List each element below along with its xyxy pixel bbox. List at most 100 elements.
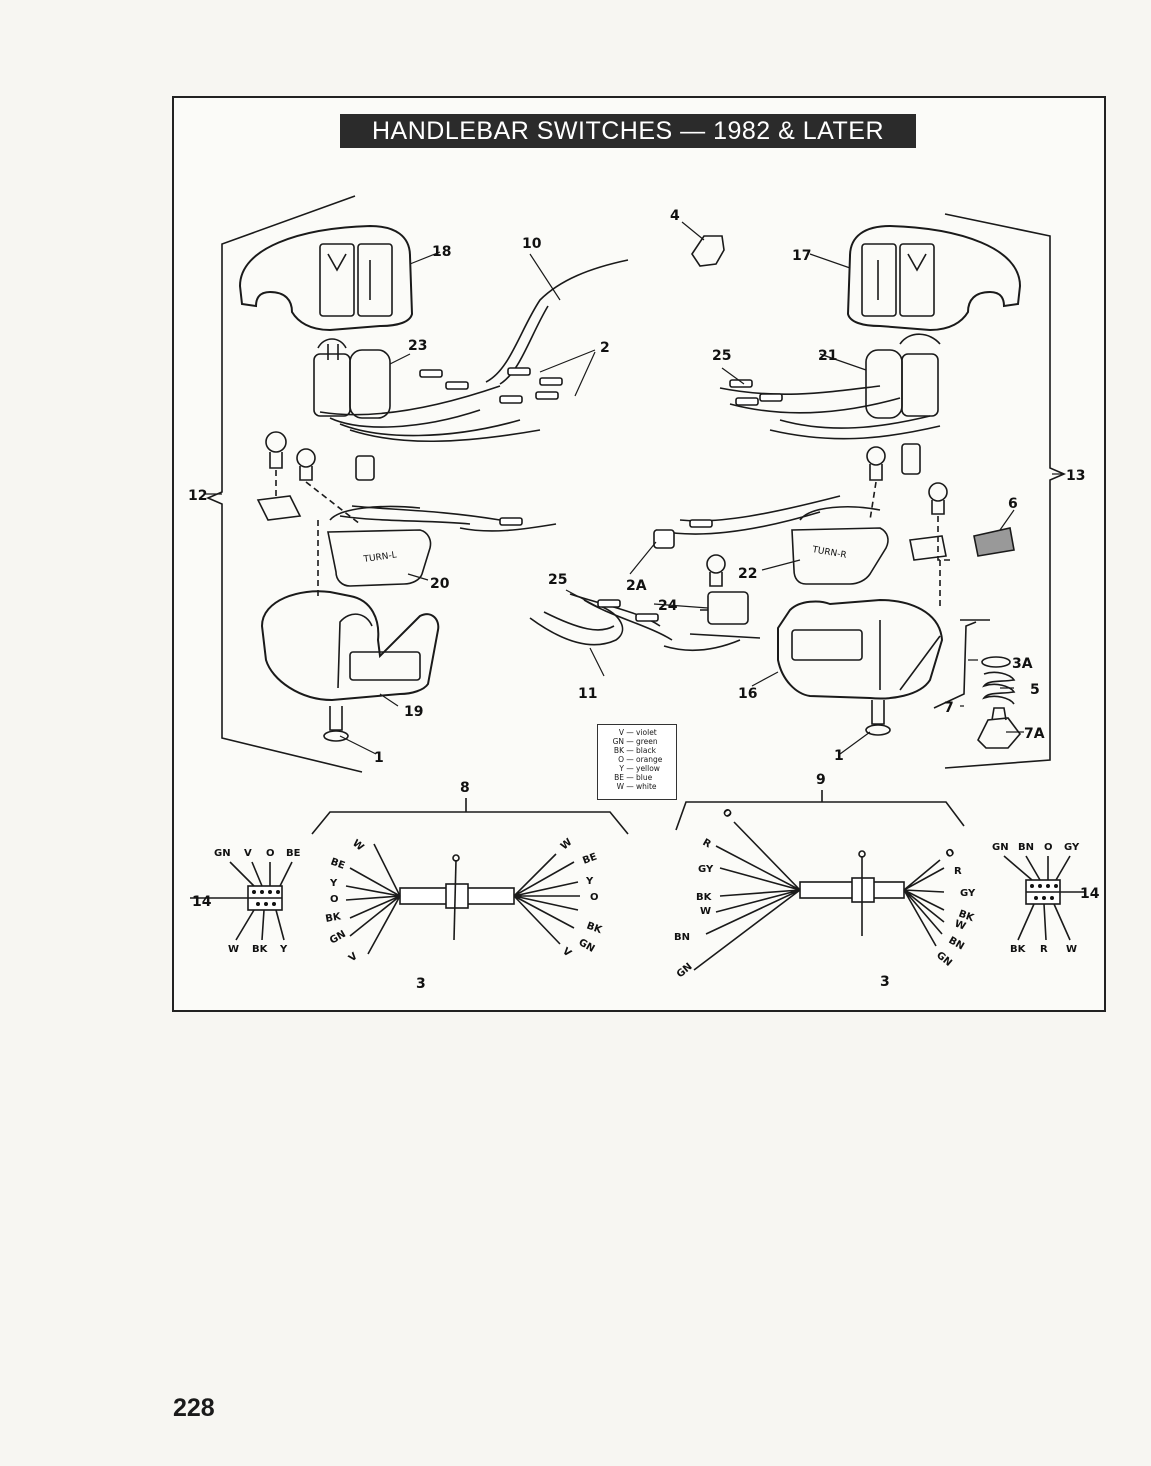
wire-label: W bbox=[953, 918, 967, 932]
screws-bottom bbox=[323, 700, 891, 742]
switch-label-turn-r: TURN-R bbox=[810, 545, 847, 561]
diagram-frame bbox=[172, 96, 1106, 1012]
wire-label: V bbox=[560, 946, 573, 960]
legend-row: BE—blue bbox=[614, 773, 653, 782]
connector-14-right bbox=[1003, 855, 1086, 941]
color-legend: V—violet GN—green BK—black O—orange Y—ye… bbox=[597, 724, 677, 800]
pin-label: V bbox=[244, 848, 252, 859]
callout-23: 23 bbox=[408, 338, 427, 354]
wire-label: BK bbox=[696, 892, 713, 903]
wire-label: BK bbox=[957, 908, 976, 924]
wire-label: Y bbox=[329, 878, 338, 889]
wire-label: V bbox=[347, 951, 360, 965]
turn-switch-left bbox=[327, 505, 432, 587]
diagram-title: HANDLEBAR SWITCHES — 1982 & LATER bbox=[340, 114, 916, 148]
callout-5: 5 bbox=[1030, 682, 1040, 698]
harness-left bbox=[345, 843, 580, 955]
callout-7: 7 bbox=[944, 700, 954, 716]
callout-2A: 2A bbox=[626, 578, 647, 594]
pin-label: O bbox=[266, 848, 275, 859]
callout-1-right: 1 bbox=[834, 748, 844, 764]
legend-row: W—white bbox=[616, 782, 657, 791]
wire-label: BN bbox=[674, 932, 690, 943]
pin-label: BK bbox=[252, 944, 269, 955]
switch-assembly-23 bbox=[313, 338, 391, 419]
legend-row: V—violet bbox=[618, 728, 657, 737]
switch-label-turn-l: TURN-L bbox=[362, 550, 397, 565]
callout-17: 17 bbox=[792, 248, 811, 264]
callout-14-right: 14 bbox=[1080, 886, 1100, 902]
pin-label: Y bbox=[279, 944, 288, 955]
callout-20: 20 bbox=[430, 576, 450, 592]
callout-24: 24 bbox=[658, 598, 678, 614]
callout-12: 12 bbox=[188, 488, 207, 504]
wire-10 bbox=[485, 259, 629, 383]
wire-label: BK bbox=[325, 911, 343, 925]
clip-part bbox=[691, 235, 725, 267]
screws-left bbox=[265, 431, 375, 481]
wire-label: BE bbox=[329, 856, 347, 871]
callout-25-mid: 25 bbox=[548, 572, 567, 588]
wire-label: R bbox=[954, 866, 962, 877]
pin-label: GY bbox=[1064, 842, 1080, 853]
callout-3-right: 3 bbox=[880, 974, 890, 990]
callout-14-left: 14 bbox=[192, 894, 212, 910]
callout-2: 2 bbox=[600, 340, 610, 356]
pin-label: BK bbox=[1010, 944, 1027, 955]
callout-21: 21 bbox=[818, 348, 837, 364]
wire-label: Y bbox=[585, 876, 594, 887]
callout-13: 13 bbox=[1066, 468, 1085, 484]
legend-row: O—orange bbox=[618, 755, 663, 764]
connector-14-left bbox=[190, 861, 293, 941]
wire-label: W bbox=[350, 838, 366, 854]
wire-label: O bbox=[944, 847, 957, 861]
wire-label: GN bbox=[675, 961, 695, 980]
callout-25-top: 25 bbox=[712, 348, 731, 364]
wire-label: W bbox=[559, 837, 575, 853]
wire-label: O bbox=[330, 894, 339, 905]
wire-label: W bbox=[700, 906, 711, 917]
left-assembly-bracket bbox=[205, 195, 363, 773]
housing-lower-right bbox=[777, 598, 944, 700]
wire-label: GY bbox=[960, 888, 976, 899]
switch-assembly-21 bbox=[865, 333, 941, 419]
callout-8: 8 bbox=[460, 780, 470, 796]
callout-1-left: 1 bbox=[374, 750, 384, 766]
callout-7A: 7A bbox=[1024, 726, 1045, 742]
callout-4: 4 bbox=[670, 208, 680, 224]
wire-label: O bbox=[720, 807, 734, 821]
wire-label: GN bbox=[328, 929, 348, 947]
callout-22: 22 bbox=[738, 566, 757, 582]
wire-label: BK bbox=[585, 920, 604, 936]
housing-lower-left bbox=[260, 590, 440, 702]
pin-label: O bbox=[1044, 842, 1053, 853]
pin-label: BN bbox=[1018, 842, 1034, 853]
mount-plate-left bbox=[256, 495, 302, 521]
callout-11: 11 bbox=[578, 686, 597, 702]
wire-label: R bbox=[701, 837, 713, 851]
callout-3-left: 3 bbox=[416, 976, 426, 992]
wire-label: O bbox=[590, 892, 599, 903]
harness-right bbox=[693, 821, 945, 971]
callout-18: 18 bbox=[432, 244, 451, 260]
spring-assembly bbox=[899, 619, 1022, 749]
legend-row: BK—black bbox=[613, 746, 656, 755]
wire-label: GN bbox=[934, 950, 954, 969]
screws-right bbox=[706, 443, 948, 587]
page-number: 228 bbox=[173, 1394, 215, 1422]
wire-label: BN bbox=[947, 935, 966, 953]
callout-3A: 3A bbox=[1012, 656, 1033, 672]
housing-upper-left bbox=[238, 224, 414, 332]
wire-label: GY bbox=[698, 864, 714, 875]
callout-6: 6 bbox=[1008, 496, 1018, 512]
right-assembly-bracket bbox=[944, 213, 1067, 769]
pin-label: W bbox=[1066, 944, 1077, 955]
wire-11 bbox=[529, 605, 624, 646]
pin-label: W bbox=[228, 944, 239, 955]
turn-switch-right bbox=[791, 506, 889, 585]
legend-row: Y—yellow bbox=[619, 764, 660, 773]
callout-16: 16 bbox=[738, 686, 757, 702]
wire-label: GN bbox=[577, 937, 597, 955]
callout-19: 19 bbox=[404, 704, 423, 720]
